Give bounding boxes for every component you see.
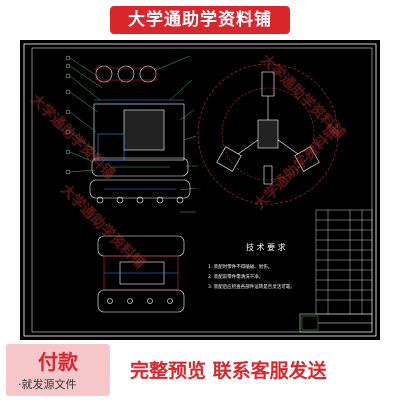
right-leader-lines [155, 55, 198, 213]
plan-view [97, 235, 185, 313]
preview-text: 完整预览 联系客服发送 [130, 360, 327, 382]
top-banner: 大学通助学资料铺 [0, 0, 400, 40]
bottom-bar: 付款 ·就发源文件 完整预览 联系客服发送 [0, 340, 400, 400]
front-view [91, 65, 189, 177]
parts-list-table [315, 209, 373, 315]
side-view [89, 179, 191, 204]
tech-line-1: 1. 装配时零件不得磕碰、划伤。 [208, 263, 272, 270]
left-leader-circles [65, 55, 71, 175]
banner-title: 大学通助学资料铺 [110, 6, 290, 34]
pay-subtext: ·就发源文件 [18, 378, 77, 391]
pay-label: 付款 [38, 350, 78, 374]
tech-requirements-title: 技 术 要 求 [246, 242, 286, 252]
drawing-border [23, 43, 377, 337]
title-block [299, 313, 373, 333]
watermark-1: 大学通助学资料铺 [27, 91, 118, 182]
drawing-inner-border [31, 47, 373, 333]
left-leader-lines [69, 57, 103, 173]
tech-line-3: 3. 装配后应检查各部件运转是否灵活可靠。 [208, 283, 295, 290]
top-circle-view [197, 63, 339, 205]
arm-assembly [216, 71, 320, 185]
pay-box[interactable]: 付款 ·就发源文件 [6, 344, 110, 396]
watermark-3: 大学通助学资料铺 [57, 181, 148, 272]
tech-line-2: 2. 装配前零件需清洗干净。 [208, 273, 263, 280]
cad-drawing-panel: 技 术 要 求 1. 装配时零件不得磕碰、划伤。 2. 装配前零件需清洗干净。 … [20, 40, 380, 340]
cad-drawing: 技 术 要 求 1. 装配时零件不得磕碰、划伤。 2. 装配前零件需清洗干净。 … [23, 43, 377, 337]
